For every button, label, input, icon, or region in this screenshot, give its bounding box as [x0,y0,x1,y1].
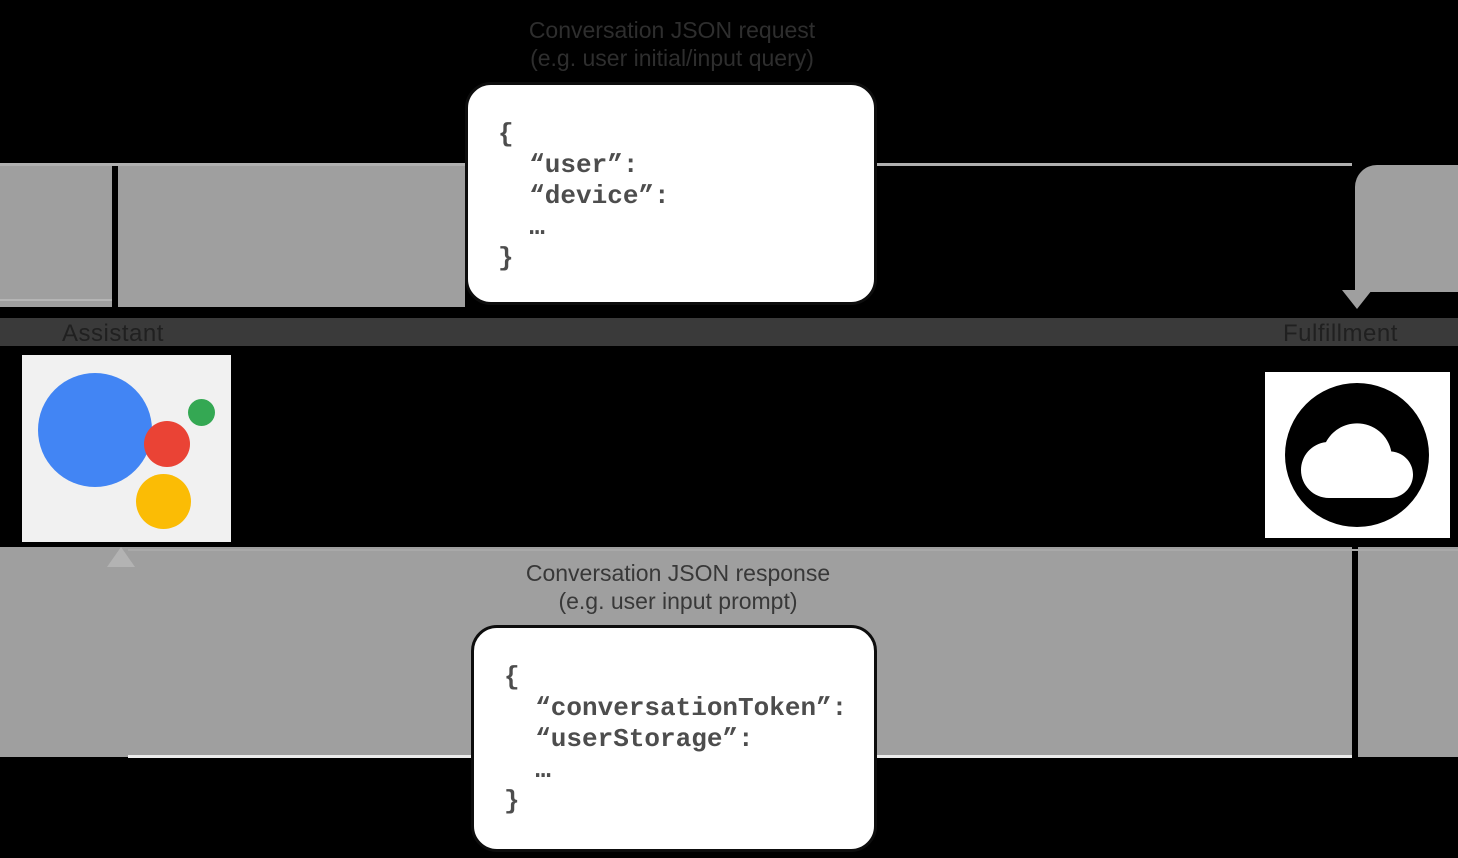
request-label-line2: (e.g. user initial/input query) [530,45,814,71]
json-line: “user”: [498,150,639,180]
response-json-code: { “conversationToken”: “userStorage”: … … [474,628,874,817]
request-arrow-band [0,163,465,307]
response-json-box: { “conversationToken”: “userStorage”: … … [471,625,877,852]
assistant-red-circle-icon [144,421,190,467]
response-label-line1: Conversation JSON response [525,560,831,586]
request-arrow-shaft [112,163,118,307]
fulfillment-label: Fulfillment [1283,320,1398,347]
assistant-yellow-circle-icon [136,474,191,529]
json-line: } [498,243,514,273]
response-arrowhead-up-icon [107,547,135,567]
request-arrowhead-down-icon [1342,290,1372,309]
cloud-icon [1301,423,1413,498]
response-arrow-label: Conversation JSON response (e.g. user in… [418,559,938,615]
json-line: “conversationToken”: [504,693,848,723]
json-line: { [498,119,514,149]
request-arrow-label: Conversation JSON request (e.g. user ini… [412,16,932,72]
request-label-line1: Conversation JSON request [528,17,816,43]
json-line: “device”: [498,181,670,211]
assistant-green-circle-icon [188,399,215,426]
assistant-logo [22,355,231,542]
json-line: { [504,662,520,692]
json-line: “userStorage”: [504,724,754,754]
json-line: } [504,786,520,816]
request-arrow-line-artifact [0,299,112,301]
response-label-line2: (e.g. user input prompt) [558,588,798,614]
request-arrow-elbow [1355,165,1458,292]
assistant-blue-circle-icon [38,373,152,487]
json-line: … [498,212,545,242]
json-line: … [504,755,551,785]
request-json-box: { “user”: “device”: … } [465,82,877,305]
response-arrow-shaft [1352,547,1358,757]
endpoint-label-band [0,318,1458,346]
response-arrow-line-artifact [128,549,1458,551]
fulfillment-icon-box [1265,372,1450,538]
assistant-label: Assistant [62,320,164,347]
request-json-code: { “user”: “device”: … } [468,85,874,274]
